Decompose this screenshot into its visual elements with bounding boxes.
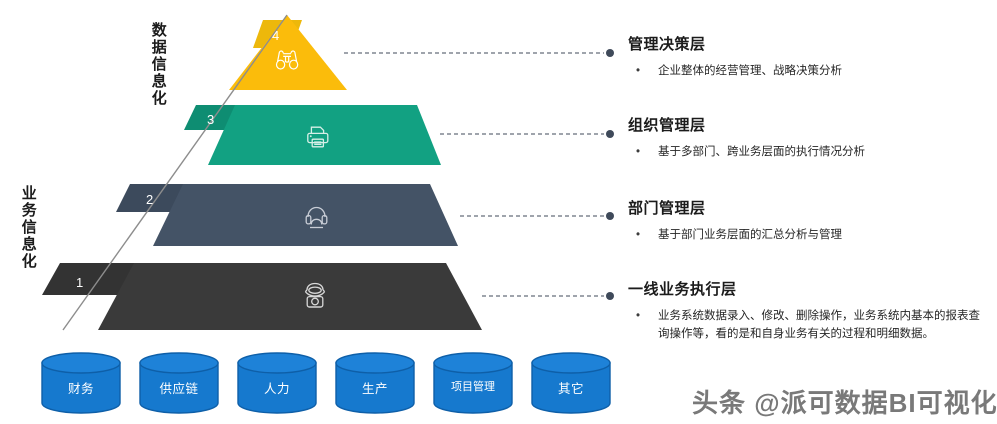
connector-dot-3 bbox=[606, 130, 614, 138]
axis-label-data-informatization: 数据信息化 bbox=[149, 22, 167, 107]
cylinder-supply-chain[interactable]: 供应链 bbox=[138, 352, 220, 414]
item-block-management-decision: 管理决策层 • 企业整体的经营管理、战略决策分析 bbox=[628, 36, 988, 81]
pyramid-level-number-2: 2 bbox=[146, 192, 153, 207]
watermark: 头条 @派可数据BI可视化 bbox=[692, 388, 997, 418]
item-block-organization-management: 组织管理层 • 基于多部门、跨业务层面的执行情况分析 bbox=[628, 117, 988, 162]
item-title: 管理决策层 bbox=[628, 36, 706, 53]
item-block-frontline-execution: 一线业务执行层 • 业务系统数据录入、修改、删除操作，业务系统内基本的报表查询操… bbox=[628, 281, 988, 344]
item-title: 一线业务执行层 bbox=[628, 281, 737, 298]
item-description-text: 基于多部门、跨业务层面的执行情况分析 bbox=[658, 146, 865, 158]
telephone-icon bbox=[304, 282, 326, 308]
item-description-text: 业务系统数据录入、修改、删除操作，业务系统内基本的报表查询操作等，看的是和自身业… bbox=[658, 310, 980, 340]
bullet-icon: • bbox=[636, 229, 641, 241]
item-description-text: 企业整体的经营管理、战略决策分析 bbox=[658, 65, 842, 77]
item-block-department-management: 部门管理层 • 基于部门业务层面的汇总分析与管理 bbox=[628, 200, 988, 245]
cylinder-human-resources[interactable]: 人力 bbox=[236, 352, 318, 414]
source-system-cylinders: 财务 供应链 人力 生产 bbox=[40, 352, 620, 418]
pyramid-level-3 bbox=[208, 105, 441, 165]
connector-dot-1 bbox=[606, 292, 614, 300]
item-title: 组织管理层 bbox=[628, 117, 706, 134]
cylinder-production[interactable]: 生产 bbox=[334, 352, 416, 414]
pyramid-level-1-tab bbox=[42, 263, 138, 295]
item-description-text: 基于部门业务层面的汇总分析与管理 bbox=[658, 229, 842, 241]
item-title: 部门管理层 bbox=[628, 200, 706, 217]
bullet-icon: • bbox=[636, 310, 641, 322]
headset-icon bbox=[305, 206, 328, 229]
cylinder-project-management[interactable]: 项目管理 bbox=[432, 352, 514, 414]
pyramid-level-4 bbox=[229, 15, 347, 90]
item-description: • 企业整体的经营管理、战略决策分析 bbox=[628, 63, 988, 81]
printer-icon bbox=[307, 126, 329, 148]
binoculars-icon bbox=[275, 50, 299, 70]
pyramid-level-1 bbox=[98, 263, 482, 330]
bullet-icon: • bbox=[636, 65, 641, 77]
pyramid-level-number-1: 1 bbox=[76, 275, 83, 290]
pyramid-level-number-4: 4 bbox=[272, 28, 279, 43]
item-description: • 业务系统数据录入、修改、删除操作，业务系统内基本的报表查询操作等，看的是和自… bbox=[628, 308, 988, 344]
item-description: • 基于部门业务层面的汇总分析与管理 bbox=[628, 227, 988, 245]
cylinder-other[interactable]: 其它 bbox=[530, 352, 612, 414]
pyramid-level-number-3: 3 bbox=[207, 112, 214, 127]
pyramid-level-2 bbox=[153, 184, 458, 246]
axis-label-business-informatization: 业务信息化 bbox=[19, 185, 37, 270]
connector-dot-4 bbox=[606, 49, 614, 57]
item-description: • 基于多部门、跨业务层面的执行情况分析 bbox=[628, 144, 988, 162]
connector-dot-2 bbox=[606, 212, 614, 220]
pyramid-edge-line bbox=[62, 14, 288, 331]
bullet-icon: • bbox=[636, 146, 641, 158]
cylinder-finance[interactable]: 财务 bbox=[40, 352, 122, 414]
